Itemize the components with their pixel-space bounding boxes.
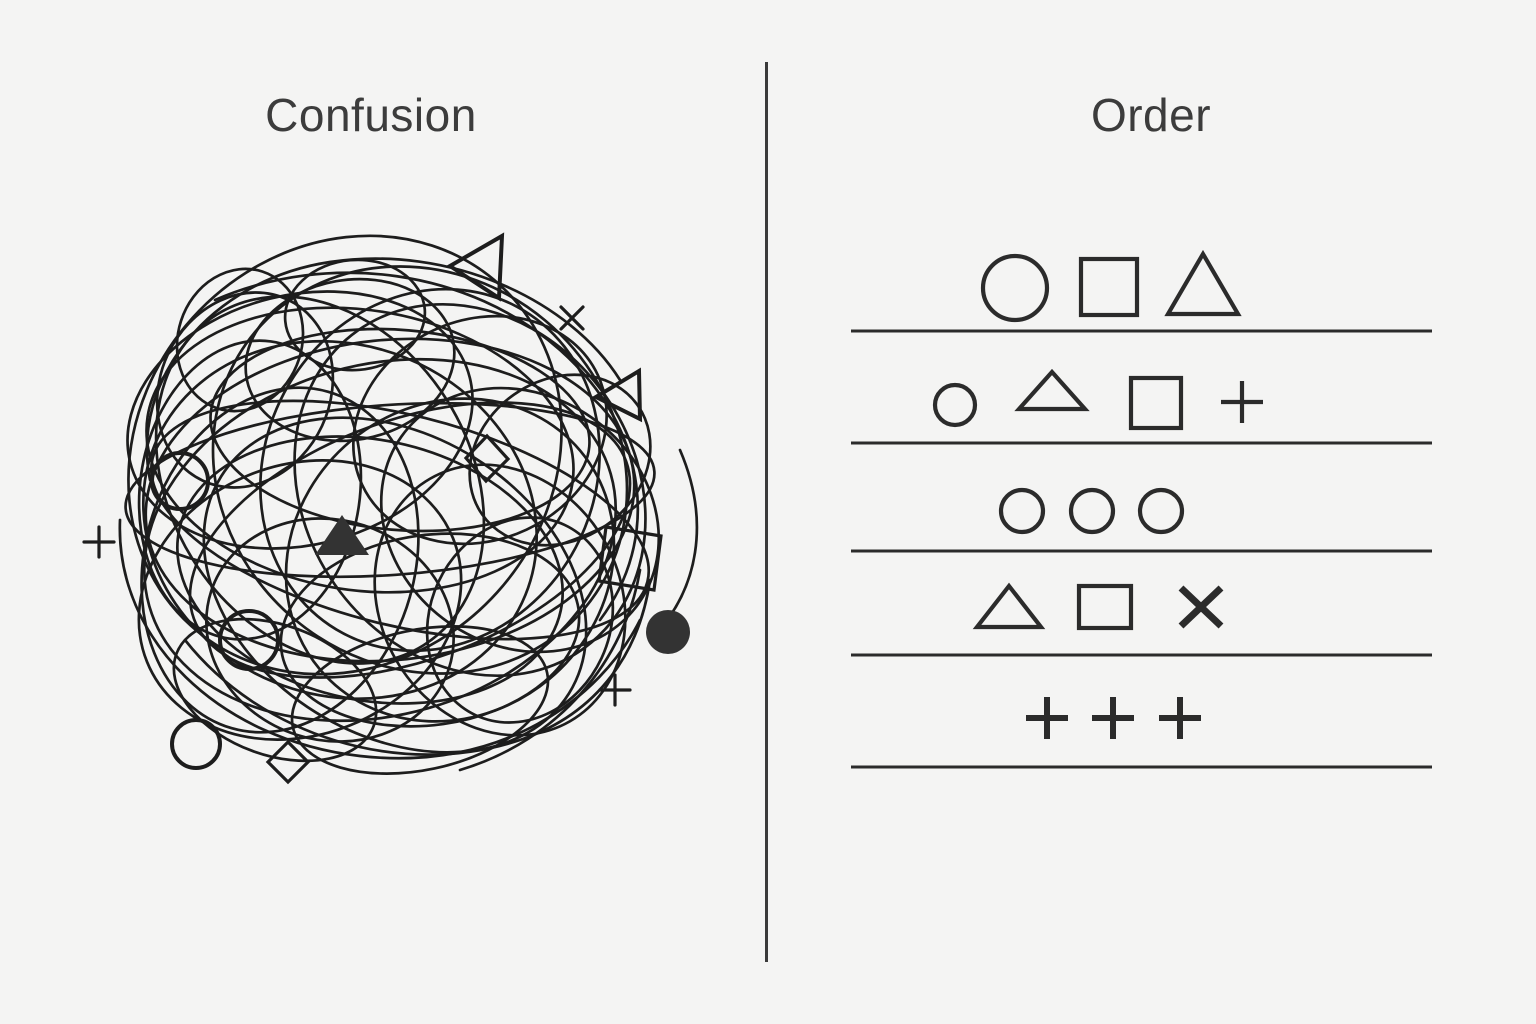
order-panel: Order: [766, 0, 1536, 1024]
confusion-title: Confusion: [265, 89, 477, 141]
vertical-divider: [765, 62, 768, 962]
confusion-panel: Confusion: [0, 0, 766, 1024]
order-title: Order: [1090, 89, 1212, 141]
